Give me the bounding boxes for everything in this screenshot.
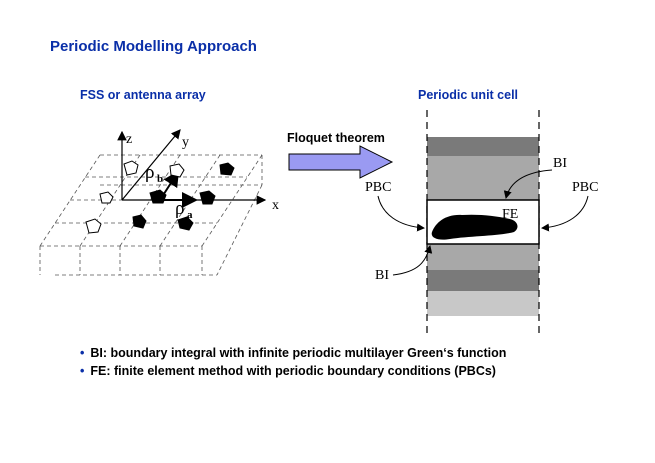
fe-label: FE xyxy=(502,207,518,222)
unit-cell-figure: FE BI BI PBC PBC xyxy=(365,110,598,336)
patch-filled xyxy=(199,190,216,205)
bullet-fe: • FE: finite element method with periodic… xyxy=(80,364,506,378)
bullet-dot: • xyxy=(80,364,85,378)
bullet-text: : boundary integral with infinite period… xyxy=(102,346,507,360)
x-axis-label: x xyxy=(272,198,279,213)
floquet-label: Floquet theorem xyxy=(287,131,385,145)
bi-bottom-arrow xyxy=(392,245,433,276)
layer-mid-top xyxy=(427,156,539,200)
patch-elements xyxy=(85,160,235,234)
patch-filled xyxy=(149,189,167,204)
floquet-arrow: Floquet theorem xyxy=(287,131,394,179)
patch-filled xyxy=(132,214,147,229)
fe-patch xyxy=(431,214,518,240)
pbc-left-label: PBC xyxy=(365,180,391,195)
rho-a-symbol: ρ xyxy=(175,198,184,219)
bi-top-label: BI xyxy=(553,156,567,171)
bullet-text: : finite element method with periodic bo… xyxy=(106,364,496,378)
axes xyxy=(117,129,267,208)
pbc-right-arrow xyxy=(541,195,589,232)
bi-top-arrow xyxy=(503,169,553,199)
bi-bottom-label: BI xyxy=(375,268,389,283)
layer-mid-bottom xyxy=(427,244,539,270)
rho-b-symbol: ρ xyxy=(145,162,154,183)
layer-dark-top xyxy=(427,137,539,156)
slide-title: Periodic Modelling Approach xyxy=(50,38,257,55)
array-heading: FSS or antenna array xyxy=(80,88,206,102)
pbc-left-arrow xyxy=(377,195,425,232)
y-axis xyxy=(121,129,181,201)
bullet-dot: • xyxy=(80,346,85,360)
bullet-bi: • BI: boundary integral with infinite per… xyxy=(80,346,506,360)
patch-filled xyxy=(177,216,194,231)
periodic-array-figure: z y x ρ b ρ a xyxy=(39,129,279,276)
bullet-list: • BI: boundary integral with infinite per… xyxy=(80,346,506,382)
patch-outline xyxy=(123,160,139,176)
pbc-right-label: PBC xyxy=(572,180,598,195)
rho-a-subscript: a xyxy=(187,209,193,221)
bullet-abbr: BI xyxy=(90,346,103,360)
unit-cell-heading: Periodic unit cell xyxy=(418,88,519,102)
patch-outline xyxy=(85,218,102,234)
patch-outline xyxy=(169,163,185,178)
rho-b-subscript: b xyxy=(157,173,163,185)
floquet-arrow-shape xyxy=(288,145,394,179)
bullet-abbr: FE xyxy=(90,364,107,378)
layer-dark-bottom xyxy=(427,270,539,291)
layer-light-bottom xyxy=(427,291,539,316)
patch-outline xyxy=(99,191,114,204)
patch-filled xyxy=(219,162,235,176)
y-axis-label: y xyxy=(182,135,189,150)
z-axis-label: z xyxy=(126,132,132,147)
